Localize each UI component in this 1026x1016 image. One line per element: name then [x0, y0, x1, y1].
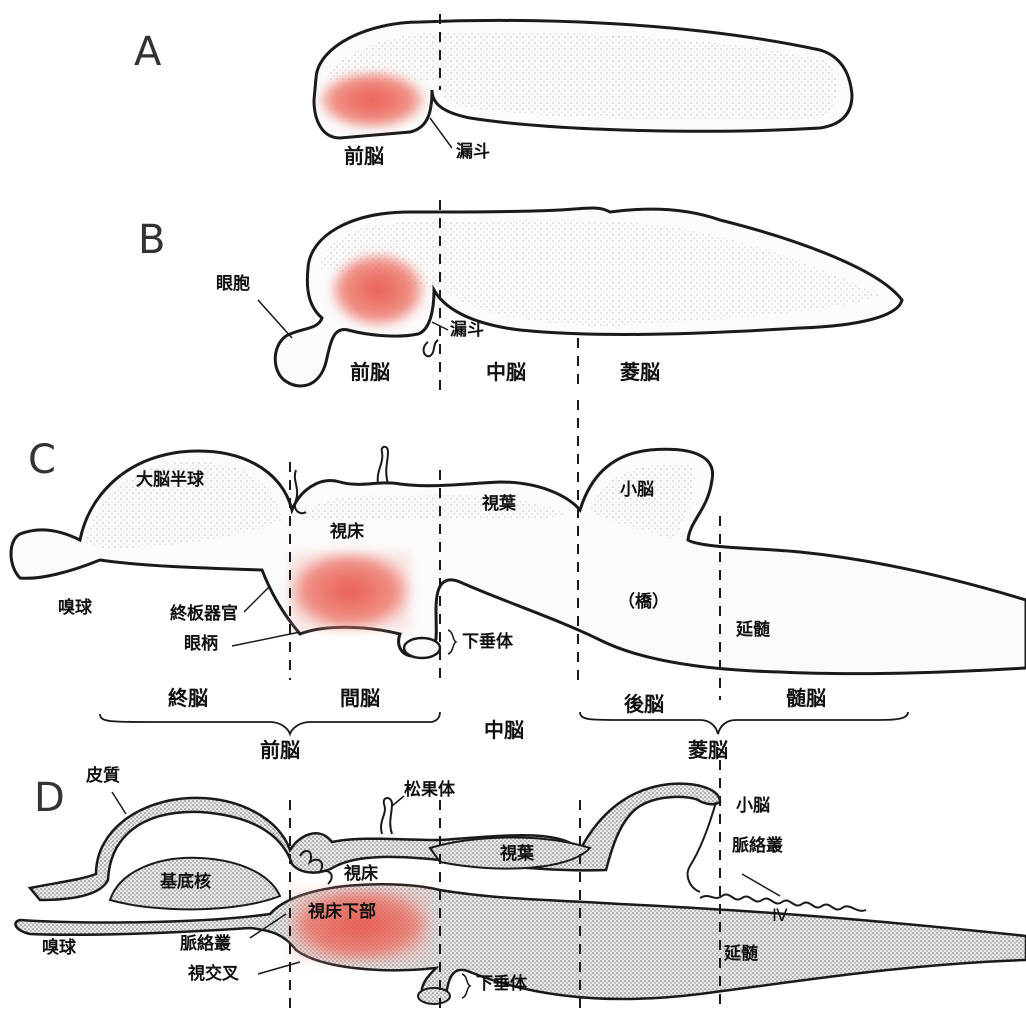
- panel-c-pituitary-brace: [448, 630, 456, 654]
- panel-c-olfactory-bulb-label: 嗅球: [58, 600, 92, 617]
- panel-b-hindbrain-label: 菱脳: [620, 362, 660, 382]
- panel-d-pituitary-brace: [462, 974, 470, 998]
- panel-c-optic-stalk-label: 眼柄: [184, 636, 218, 653]
- panel-d-hypothalamus-label: 視床下部: [308, 904, 376, 921]
- brace-forebrain: [100, 712, 440, 734]
- panel-c-thalamus-label: 視床: [330, 524, 364, 541]
- panel-d-letter: D: [34, 778, 65, 818]
- panel-c-cerebellum-label: 小脳: [620, 482, 654, 499]
- panel-d-olfactory-bulb-label: 嗅球: [42, 940, 76, 957]
- panel-b-optic-vesicle-leader: [258, 300, 292, 338]
- panel-c-lamina-organ-label: 終板器官: [170, 606, 238, 623]
- panel-c-medulla-label: 延髄: [736, 622, 770, 639]
- panel-d-thalamus-label: 視床: [344, 866, 378, 883]
- panel-d-optic-tectum-label: 視葉: [500, 846, 534, 863]
- panel-d-pituitary-label: 下垂体: [476, 976, 527, 993]
- panel-c-drawing: [11, 400, 1026, 700]
- panel-d-cortex-label: 皮質: [86, 768, 120, 785]
- division-forebrain-label: 前脳: [260, 740, 300, 760]
- panel-a-drawing: [314, 14, 852, 148]
- panel-b-midbrain-label: 中脳: [486, 362, 526, 382]
- panel-d-basal-nuclei-label: 基底核: [160, 874, 211, 891]
- panel-b-infundibulum: [424, 340, 438, 356]
- panel-c-diencephalon-highlight: [290, 552, 410, 630]
- panel-c-cerebral-hemisphere-label: 大脳半球: [136, 472, 204, 489]
- panel-a-forebrain-label: 前脳: [344, 146, 384, 166]
- panel-c-pituitary-label: 下垂体: [462, 634, 513, 651]
- panel-d-pineal-leader: [392, 796, 404, 806]
- panel-b-forebrain-highlight: [332, 254, 424, 326]
- panel-c-lamina-leader: [244, 586, 270, 612]
- panel-b-optic-vesicle-label: 眼胞: [216, 276, 250, 293]
- division-hindbrain-label: 菱脳: [688, 740, 728, 760]
- division-telencephalon-label: 終脳: [168, 688, 208, 708]
- division-diencephalon-label: 間脳: [340, 688, 380, 708]
- panel-b-letter: B: [138, 220, 165, 260]
- panel-d-cerebellum-wall: [688, 802, 716, 892]
- panel-d-cerebellum-label: 小脳: [736, 798, 770, 815]
- panel-d-optic-chiasm-label: 視交叉: [188, 966, 239, 983]
- panel-c-optic-tectum-label: 視葉: [482, 496, 516, 513]
- panel-d-pituitary-shape: [418, 988, 450, 1004]
- panel-c-letter: C: [28, 440, 56, 480]
- panel-c-pituitary-shape: [404, 638, 440, 658]
- panel-d-pineal-stalk: [381, 798, 392, 834]
- division-myelencephalon-label: 髄脳: [786, 688, 826, 708]
- panel-d-cortex-leader: [112, 792, 126, 814]
- panel-a-infundibulum-label: 漏斗: [456, 144, 490, 161]
- panel-d-hypothalamus-highlight: [290, 888, 430, 962]
- panel-b-forebrain-label: 前脳: [350, 362, 390, 382]
- panel-c-pons-label: （橋）: [618, 594, 669, 611]
- panel-d-choroid-left-label: 脈絡叢: [180, 936, 231, 953]
- panel-a-forebrain-highlight: [320, 72, 424, 128]
- panel-d-medulla-label: 延髄: [724, 946, 758, 963]
- panel-c-pineal-stalk: [378, 447, 388, 484]
- panel-a-infundibulum-leader: [430, 118, 452, 148]
- division-midbrain-label: 中脳: [484, 720, 524, 740]
- panel-d-choroid-right-leader: [742, 874, 780, 896]
- panel-a-letter: A: [134, 32, 161, 72]
- panel-b-infundibulum-label: 漏斗: [450, 322, 484, 339]
- panel-d-ventricle-label: Ⅳ: [772, 908, 788, 925]
- panel-d-pineal-label: 松果体: [404, 782, 455, 799]
- panel-d-chiasm-leader: [258, 962, 300, 974]
- panel-d-choroid-right-label: 脈絡叢: [732, 838, 783, 855]
- division-metencephalon-label: 後脳: [624, 694, 664, 714]
